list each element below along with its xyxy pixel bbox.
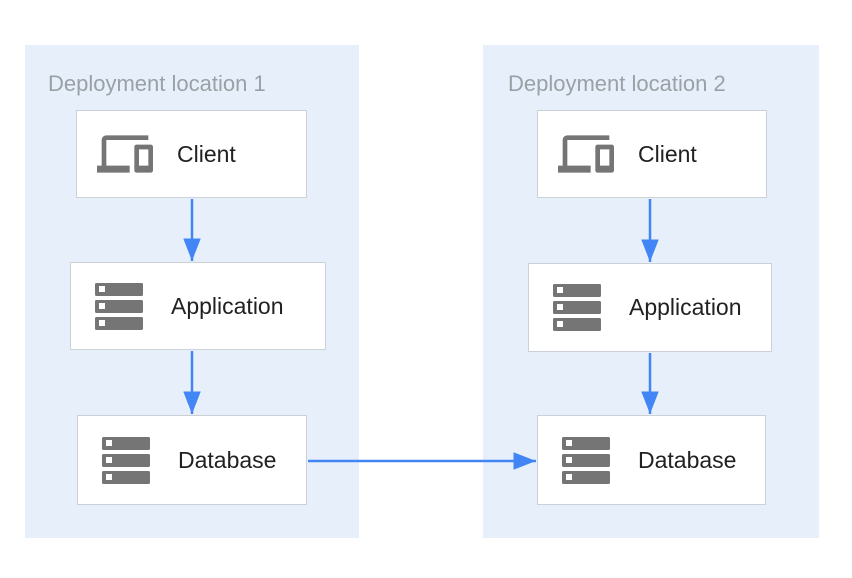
database-node-1: Database — [77, 415, 307, 505]
deployment-location-2-panel: Deployment location 2 Client — [483, 45, 819, 538]
application-node-1: Application — [70, 262, 326, 350]
node-label: Client — [638, 140, 697, 167]
database-node-2: Database — [537, 415, 766, 505]
client-node-2: Client — [537, 110, 767, 198]
deployment-location-1-panel: Deployment location 1 Client — [25, 45, 359, 538]
node-label: Database — [638, 446, 737, 473]
server-stack-icon — [91, 282, 147, 330]
server-stack-icon — [549, 284, 605, 331]
client-node-1: Client — [76, 110, 307, 198]
panel-title: Deployment location 1 — [48, 71, 266, 96]
node-label: Application — [171, 292, 284, 319]
node-label: Database — [178, 446, 277, 473]
node-label: Application — [629, 294, 742, 320]
devices-icon — [97, 124, 153, 184]
server-stack-icon — [558, 436, 614, 484]
server-stack-icon — [98, 436, 154, 484]
node-label: Client — [177, 140, 236, 167]
devices-icon — [558, 124, 614, 184]
application-node-2: Application — [528, 263, 772, 352]
panel-title: Deployment location 2 — [508, 71, 726, 96]
